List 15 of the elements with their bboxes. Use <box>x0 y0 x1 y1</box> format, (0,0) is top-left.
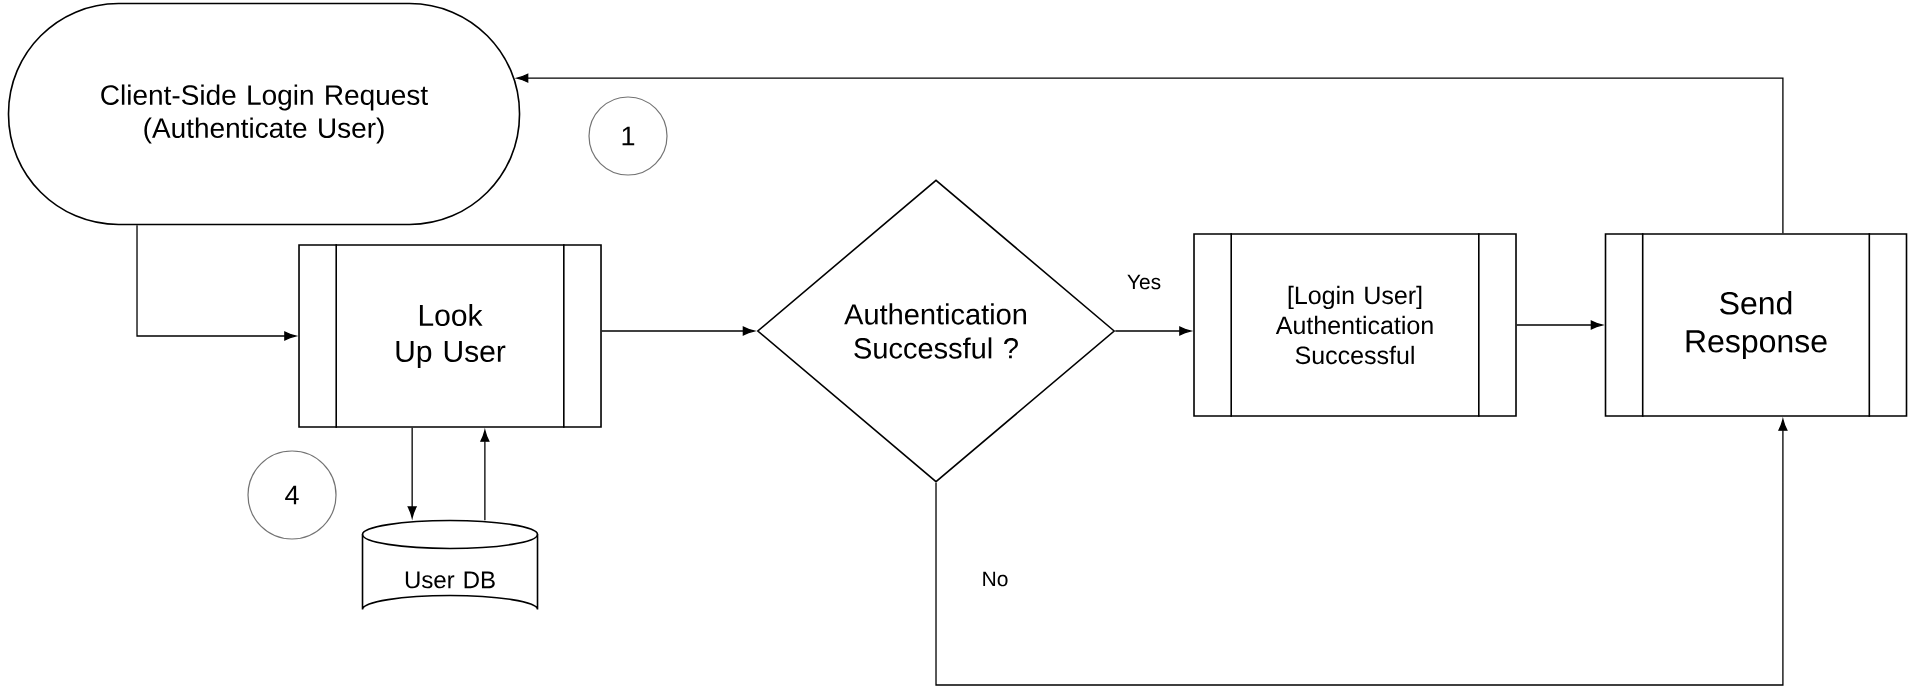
arrow <box>1114 326 1192 336</box>
process-box: [Login User] Authentication Successful <box>1193 232 1517 418</box>
process-box: Look Up User <box>298 243 602 429</box>
edge-label: Yes <box>1124 272 1164 292</box>
arrow <box>407 427 417 519</box>
arrow <box>601 326 755 336</box>
process-box: Send Response <box>1604 232 1908 418</box>
arrow <box>136 224 297 341</box>
node-label: User DB <box>405 571 495 589</box>
database-cylinder: User DB <box>361 519 539 611</box>
arrow <box>1516 320 1603 330</box>
arrow <box>516 73 1784 234</box>
edge-label: No <box>979 569 1011 589</box>
arrow <box>935 418 1788 686</box>
arrow <box>480 429 490 521</box>
